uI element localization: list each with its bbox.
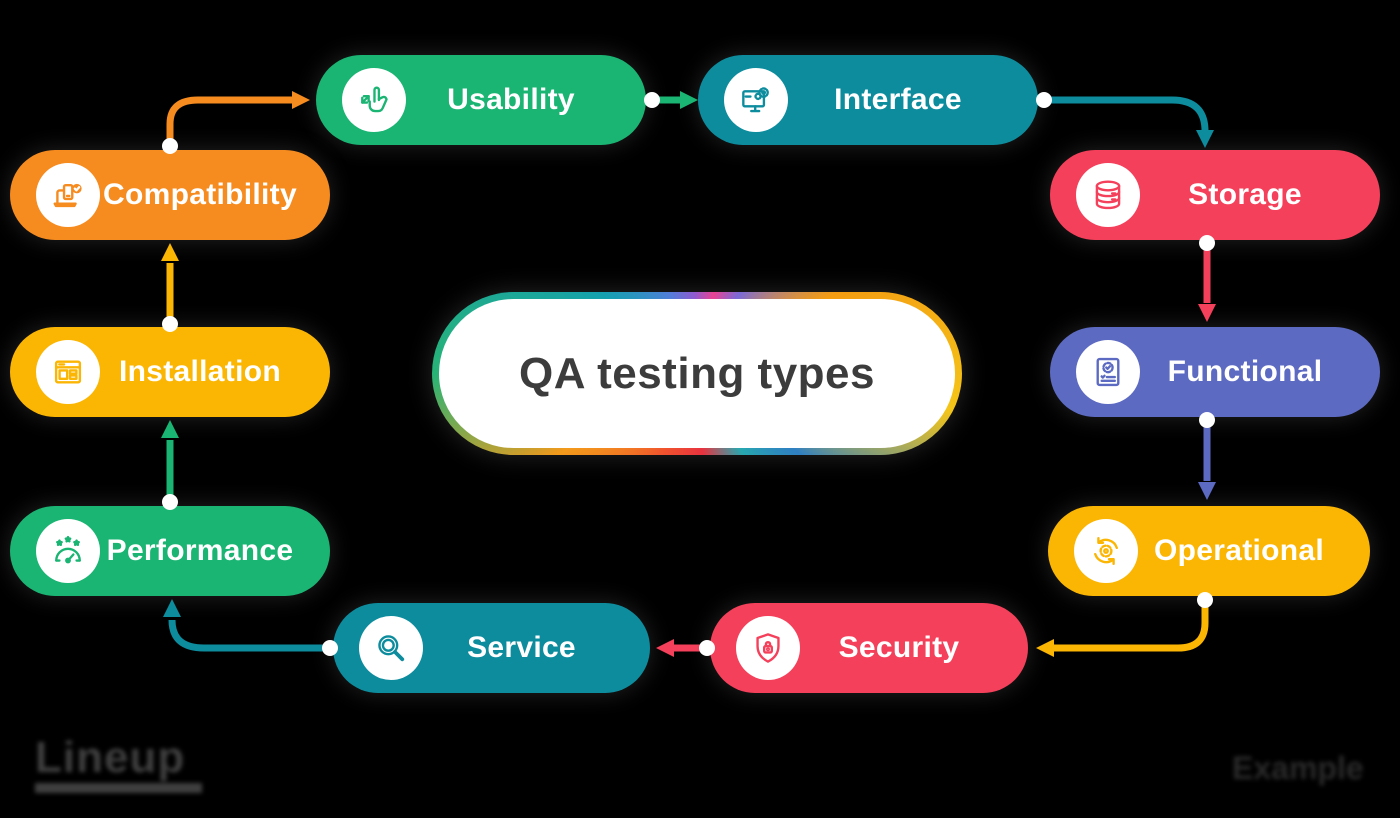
connector-usability-interface xyxy=(644,91,698,109)
connector-compatibility-usability xyxy=(162,91,310,154)
node-label: Compatibility xyxy=(103,178,297,211)
brand-logo-text: Lineup xyxy=(35,733,186,782)
monitor-gears-icon xyxy=(724,68,788,132)
connector-security-service xyxy=(656,639,715,657)
node-label: Installation xyxy=(119,355,281,388)
node-compatibility: Compatibility xyxy=(10,150,330,240)
node-installation: Installation xyxy=(10,327,330,417)
node-functional: Functional xyxy=(1050,327,1380,417)
magnifier-icon xyxy=(359,616,423,680)
gear-cycle-icon xyxy=(1074,519,1138,583)
node-label: Usability xyxy=(447,83,575,116)
database-icon xyxy=(1076,163,1140,227)
brand-logo: Lineup xyxy=(35,736,202,793)
connector-storage-functional xyxy=(1198,235,1216,322)
center-title-inner: QA testing types xyxy=(439,299,955,448)
node-label: Performance xyxy=(106,534,294,567)
brand-logo-bar xyxy=(35,783,202,793)
window-layout-icon xyxy=(36,340,100,404)
node-label: Operational xyxy=(1154,534,1324,567)
node-performance: Performance xyxy=(10,506,330,596)
connector-installation-compatibility xyxy=(161,243,179,332)
example-watermark: Example xyxy=(1232,750,1364,786)
devices-check-icon xyxy=(36,163,100,227)
diagram-title: QA testing types xyxy=(519,348,875,398)
node-label: Functional xyxy=(1167,355,1323,388)
touch-gesture-icon xyxy=(342,68,406,132)
node-operational: Operational xyxy=(1048,506,1370,596)
connector-functional-operational xyxy=(1198,412,1216,500)
connector-interface-storage xyxy=(1036,92,1214,148)
node-label: Security xyxy=(838,631,960,664)
document-gear-icon xyxy=(1076,340,1140,404)
shield-lock-icon xyxy=(736,616,800,680)
connector-performance-installation xyxy=(161,420,179,510)
node-storage: Storage xyxy=(1050,150,1380,240)
node-interface: Interface xyxy=(698,55,1038,145)
connector-service-performance xyxy=(163,599,338,656)
node-service: Service xyxy=(333,603,650,693)
node-usability: Usability xyxy=(316,55,646,145)
gauge-stars-icon xyxy=(36,519,100,583)
node-label: Interface xyxy=(834,83,962,116)
node-security: Security xyxy=(710,603,1028,693)
connector-operational-security xyxy=(1036,592,1213,657)
node-label: Service xyxy=(467,631,576,664)
node-label: Storage xyxy=(1188,178,1302,211)
center-title-pill: QA testing types xyxy=(432,292,962,455)
